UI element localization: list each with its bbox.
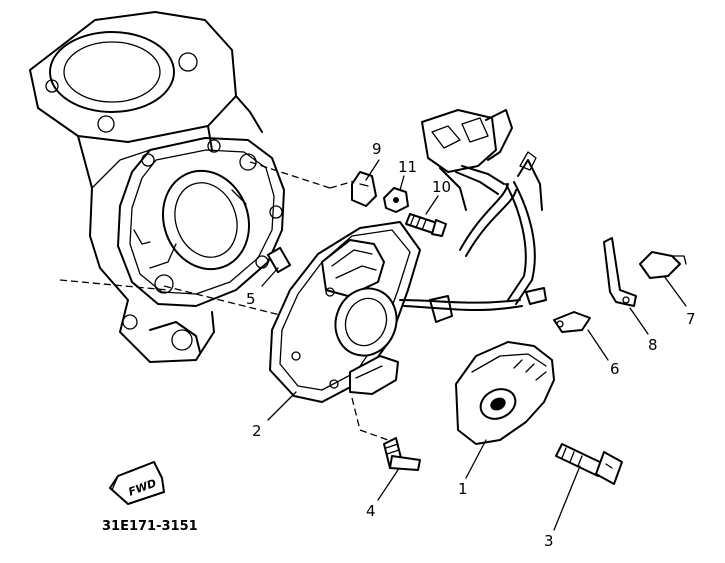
- callout-11: 11: [398, 158, 417, 176]
- callout-7: 7: [686, 310, 696, 328]
- washer-11-drawing: [383, 187, 409, 213]
- callout-8: 8: [648, 336, 658, 354]
- clip-9-drawing: [351, 171, 377, 207]
- callout-3: 3: [544, 532, 554, 550]
- fwd-direction-badge: FWD: [109, 461, 165, 505]
- bolt-3-drawing: [555, 443, 623, 485]
- callout-9: 9: [372, 140, 382, 158]
- callout-10: 10: [432, 178, 451, 196]
- callout-1: 1: [458, 480, 468, 498]
- rotor-drawing: [455, 341, 555, 445]
- crankcase-drawing: [29, 11, 285, 363]
- wiring-harness-drawing: [399, 109, 547, 312]
- screw-4-drawing: [383, 437, 421, 471]
- drawing-code: 31E171-3151: [102, 519, 198, 534]
- clamp-7-drawing: [639, 251, 687, 279]
- leader-lines: [261, 159, 687, 531]
- clamp-6-drawing: [553, 311, 591, 333]
- callout-4: 4: [366, 502, 376, 520]
- callout-5: 5: [246, 290, 256, 308]
- callout-6: 6: [610, 360, 620, 378]
- callout-2: 2: [252, 422, 262, 440]
- pin-5-drawing: [266, 246, 292, 274]
- stator-assembly-drawing: [269, 221, 453, 403]
- callout-labels: 1 2 3 4 5 6 7 8 9 10 11: [246, 140, 696, 550]
- bracket-8-drawing: [603, 237, 637, 307]
- bolt-10-drawing: [405, 213, 447, 237]
